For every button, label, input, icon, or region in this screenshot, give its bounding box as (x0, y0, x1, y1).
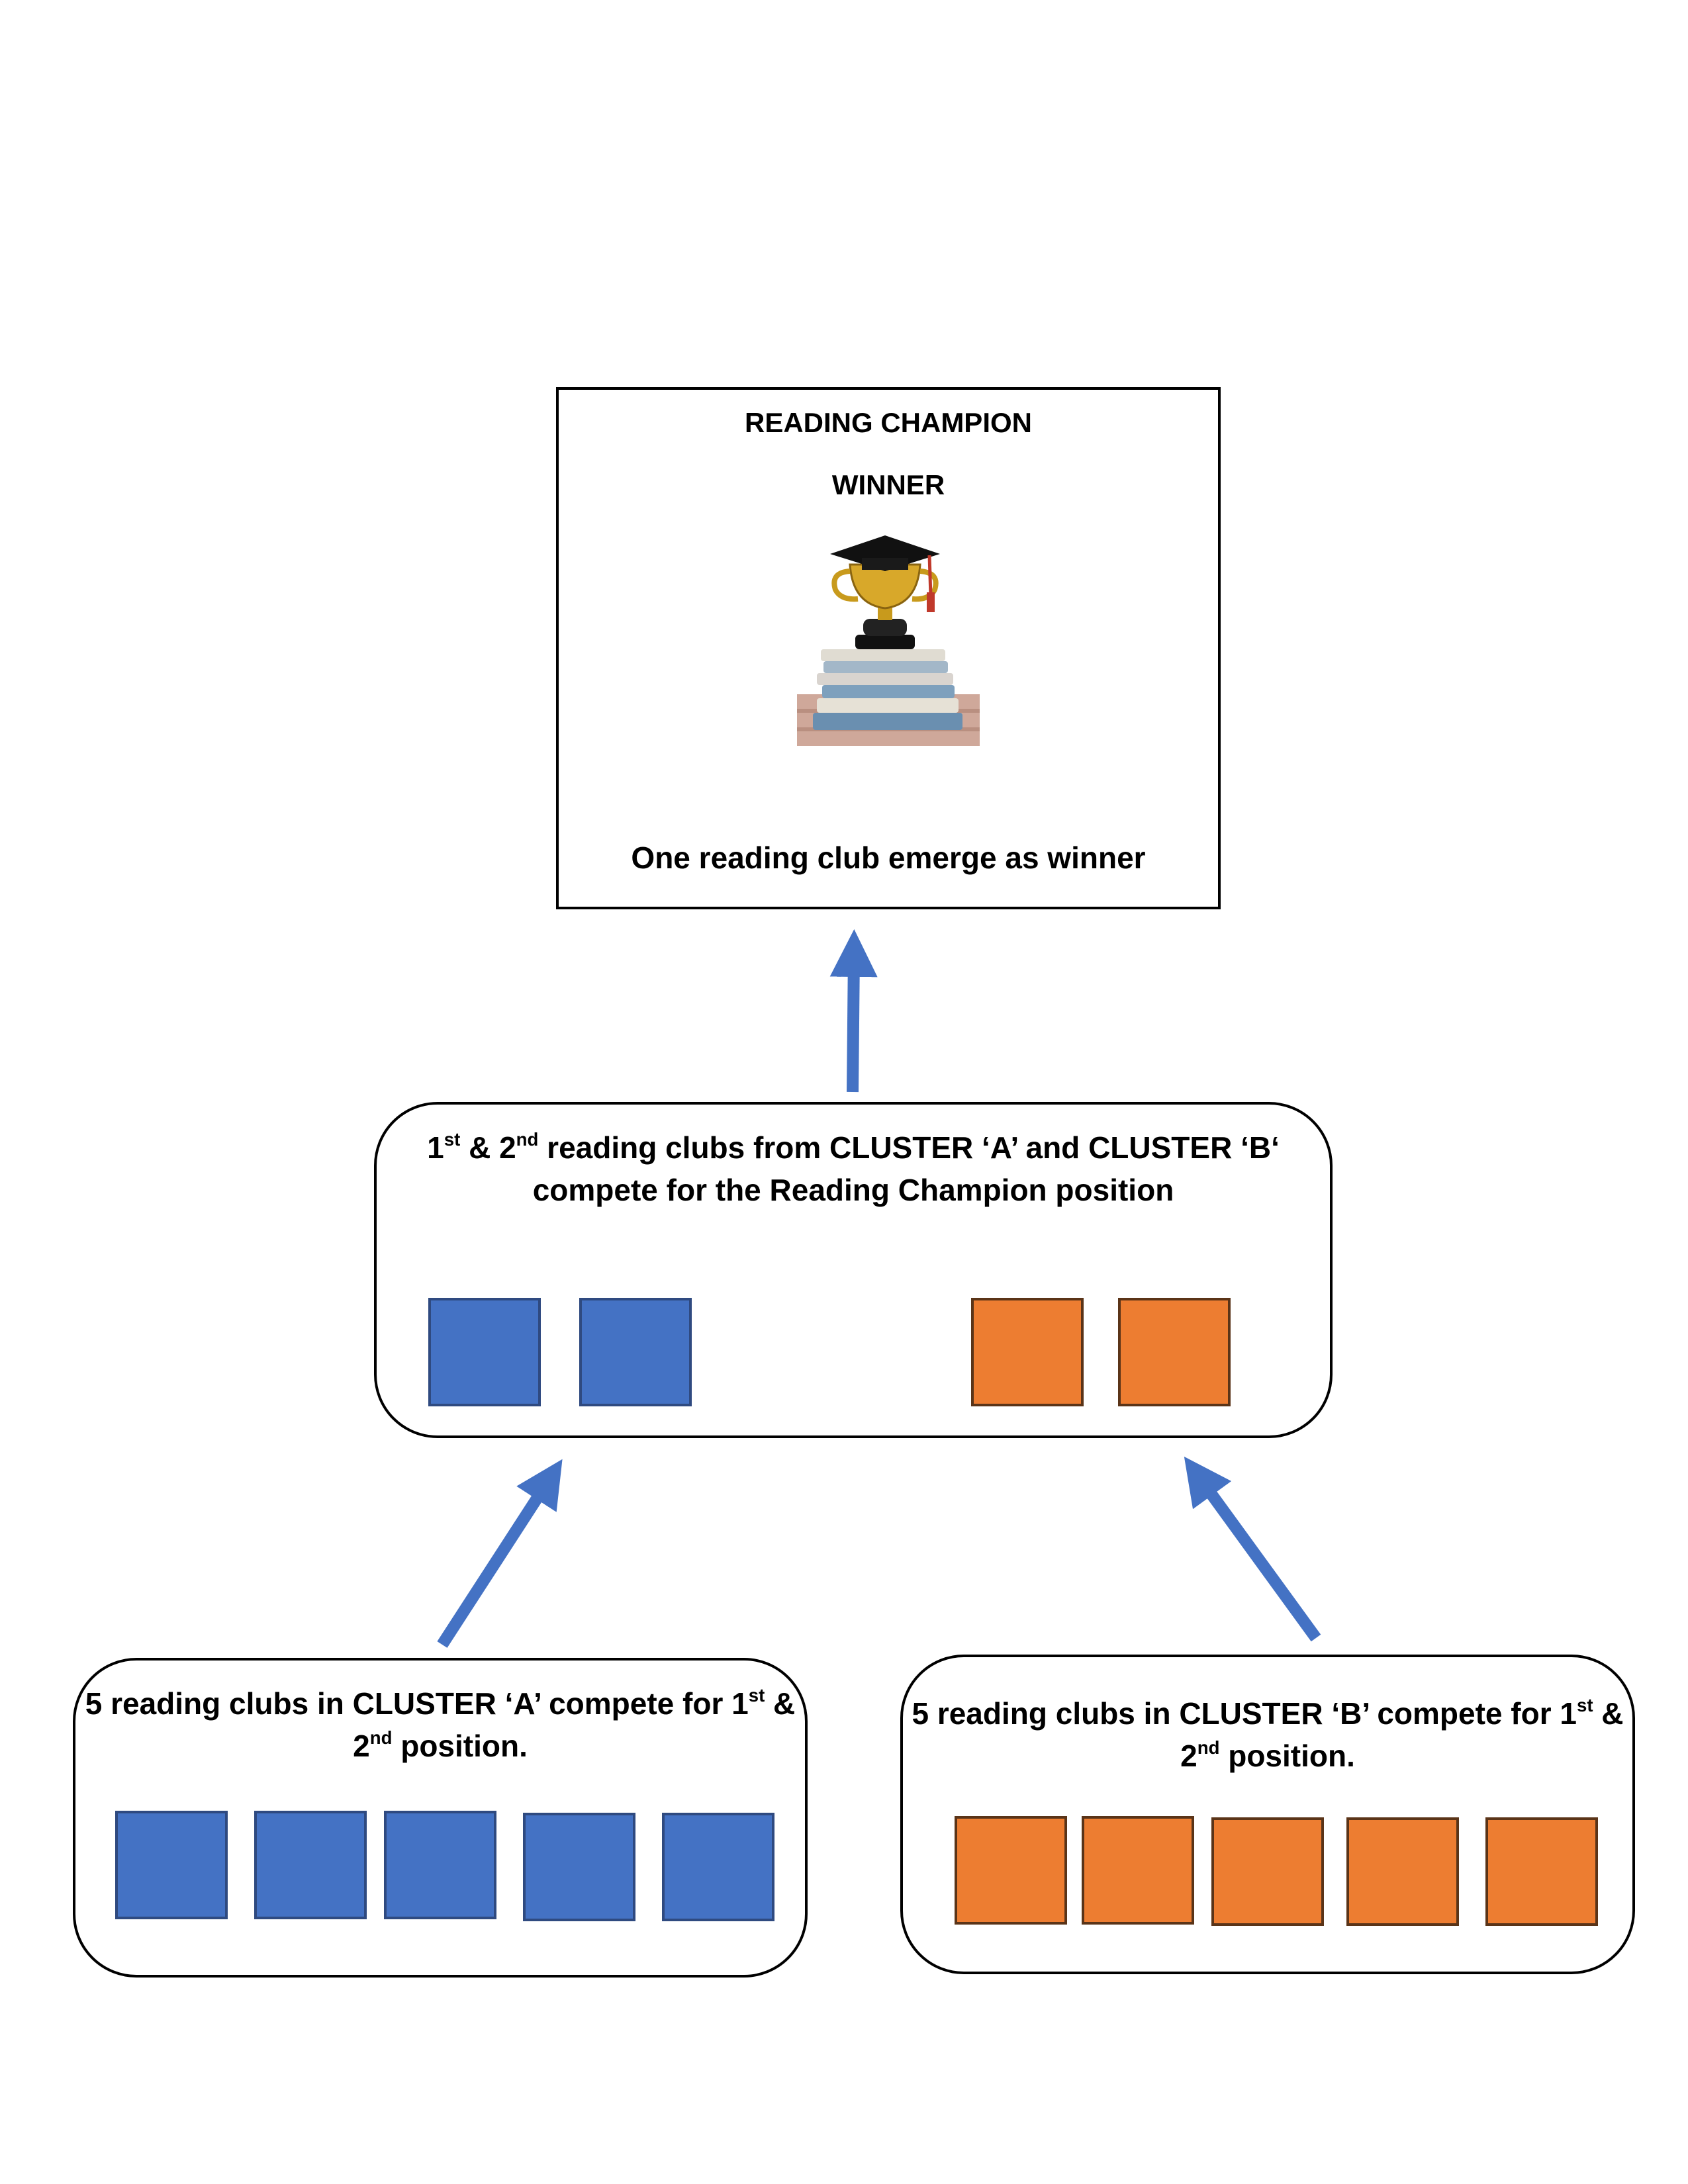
cluster-a-club-4 (523, 1813, 635, 1921)
cluster-b-line-2: 2nd position. (1180, 1737, 1355, 1773)
cluster-b-line-1: 5 reading clubs in CLUSTER ‘B’ compete f… (912, 1694, 1624, 1731)
cluster-b-club-2 (1082, 1816, 1194, 1925)
cluster-b-club-3 (1211, 1817, 1324, 1926)
cluster-a-box: 5 reading clubs in CLUSTER ‘A’ compete f… (73, 1658, 808, 1978)
cluster-a-club-3 (384, 1811, 496, 1919)
finals-club-b-2 (1118, 1298, 1231, 1406)
finals-line-2: compete for the Reading Champion positio… (532, 1173, 1174, 1207)
arrow-finals-to-champion (829, 929, 878, 1093)
finals-line-1: 1st & 2nd reading clubs from CLUSTER ‘A’… (427, 1128, 1280, 1165)
champion-subtitle: WINNER (831, 469, 945, 500)
trophy-graduation-cap-on-books-icon (797, 535, 980, 746)
cluster-b-club-1 (955, 1816, 1067, 1925)
finals-club-a-2 (579, 1298, 692, 1406)
arrow-cluster-a-to-finals (437, 1459, 563, 1648)
cluster-a-line-1: 5 reading clubs in CLUSTER ‘A’ compete f… (85, 1684, 796, 1721)
cluster-a-club-5 (662, 1813, 774, 1921)
champion-title: READING CHAMPION (744, 407, 1032, 438)
finals-box: 1st & 2nd reading clubs from CLUSTER ‘A’… (374, 1102, 1333, 1438)
champion-box: READING CHAMPION WINNER One reading club… (556, 387, 1221, 909)
cluster-b-club-5 (1485, 1817, 1598, 1926)
finals-club-b-1 (971, 1298, 1084, 1406)
champion-caption: One reading club emerge as winner (631, 841, 1146, 875)
cluster-a-club-2 (254, 1811, 367, 1919)
arrow-cluster-b-to-finals (1184, 1456, 1321, 1642)
cluster-b-box: 5 reading clubs in CLUSTER ‘B’ compete f… (900, 1655, 1635, 1974)
cluster-a-club-1 (115, 1811, 228, 1919)
cluster-b-club-4 (1346, 1817, 1459, 1926)
cluster-a-line-2: 2nd position. (353, 1727, 528, 1763)
finals-club-a-1 (428, 1298, 541, 1406)
